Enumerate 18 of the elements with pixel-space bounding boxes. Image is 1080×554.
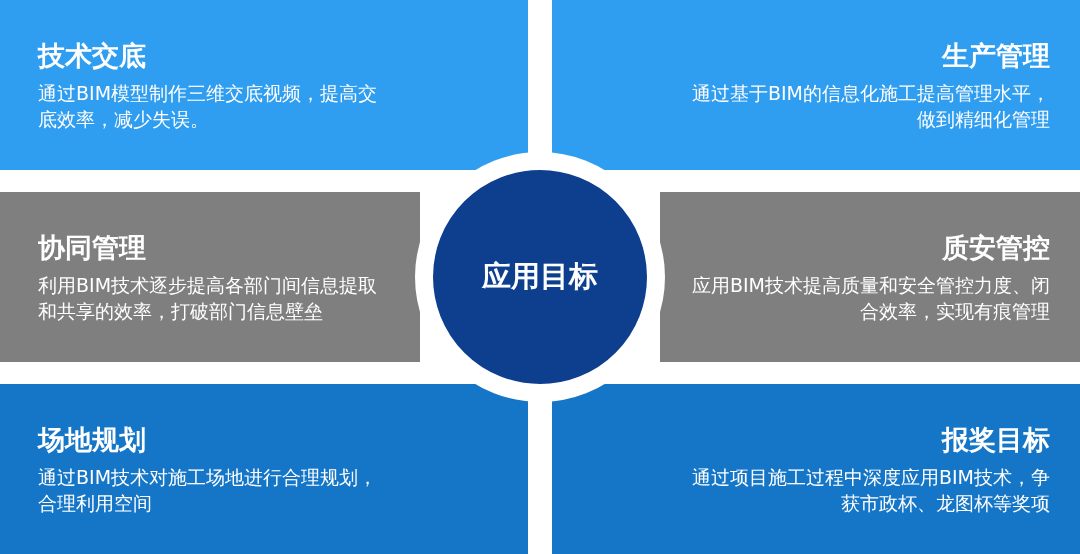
panel-heading: 报奖目标 (942, 423, 1050, 457)
panel-description: 通过基于BIM的信息化施工提高管理水平，做到精细化管理 (690, 81, 1050, 133)
info-panel (660, 192, 1080, 362)
panel-description: 通过项目施工过程中深度应用BIM技术，争获市政杯、龙图杯等奖项 (690, 465, 1050, 517)
panel-heading: 生产管理 (942, 39, 1050, 73)
panel-description: 应用BIM技术提高质量和安全管控力度、闭合效率，实现有痕管理 (690, 273, 1050, 325)
panel-heading: 场地规划 (38, 423, 146, 457)
panel-heading: 技术交底 (38, 39, 146, 73)
panel-description: 利用BIM技术逐步提高各部门间信息提取和共享的效率，打破部门信息壁垒 (38, 273, 378, 325)
panel-heading: 协同管理 (38, 231, 146, 265)
info-panel (0, 192, 420, 362)
panel-heading: 质安管控 (942, 231, 1050, 265)
info-panel (552, 0, 1080, 170)
info-panel (0, 0, 528, 170)
info-panel (552, 384, 1080, 554)
panel-description: 通过BIM技术对施工场地进行合理规划，合理利用空间 (38, 465, 378, 517)
panel-description: 通过BIM模型制作三维交底视频，提高交底效率，减少失误。 (38, 81, 378, 133)
info-panel (0, 384, 528, 554)
